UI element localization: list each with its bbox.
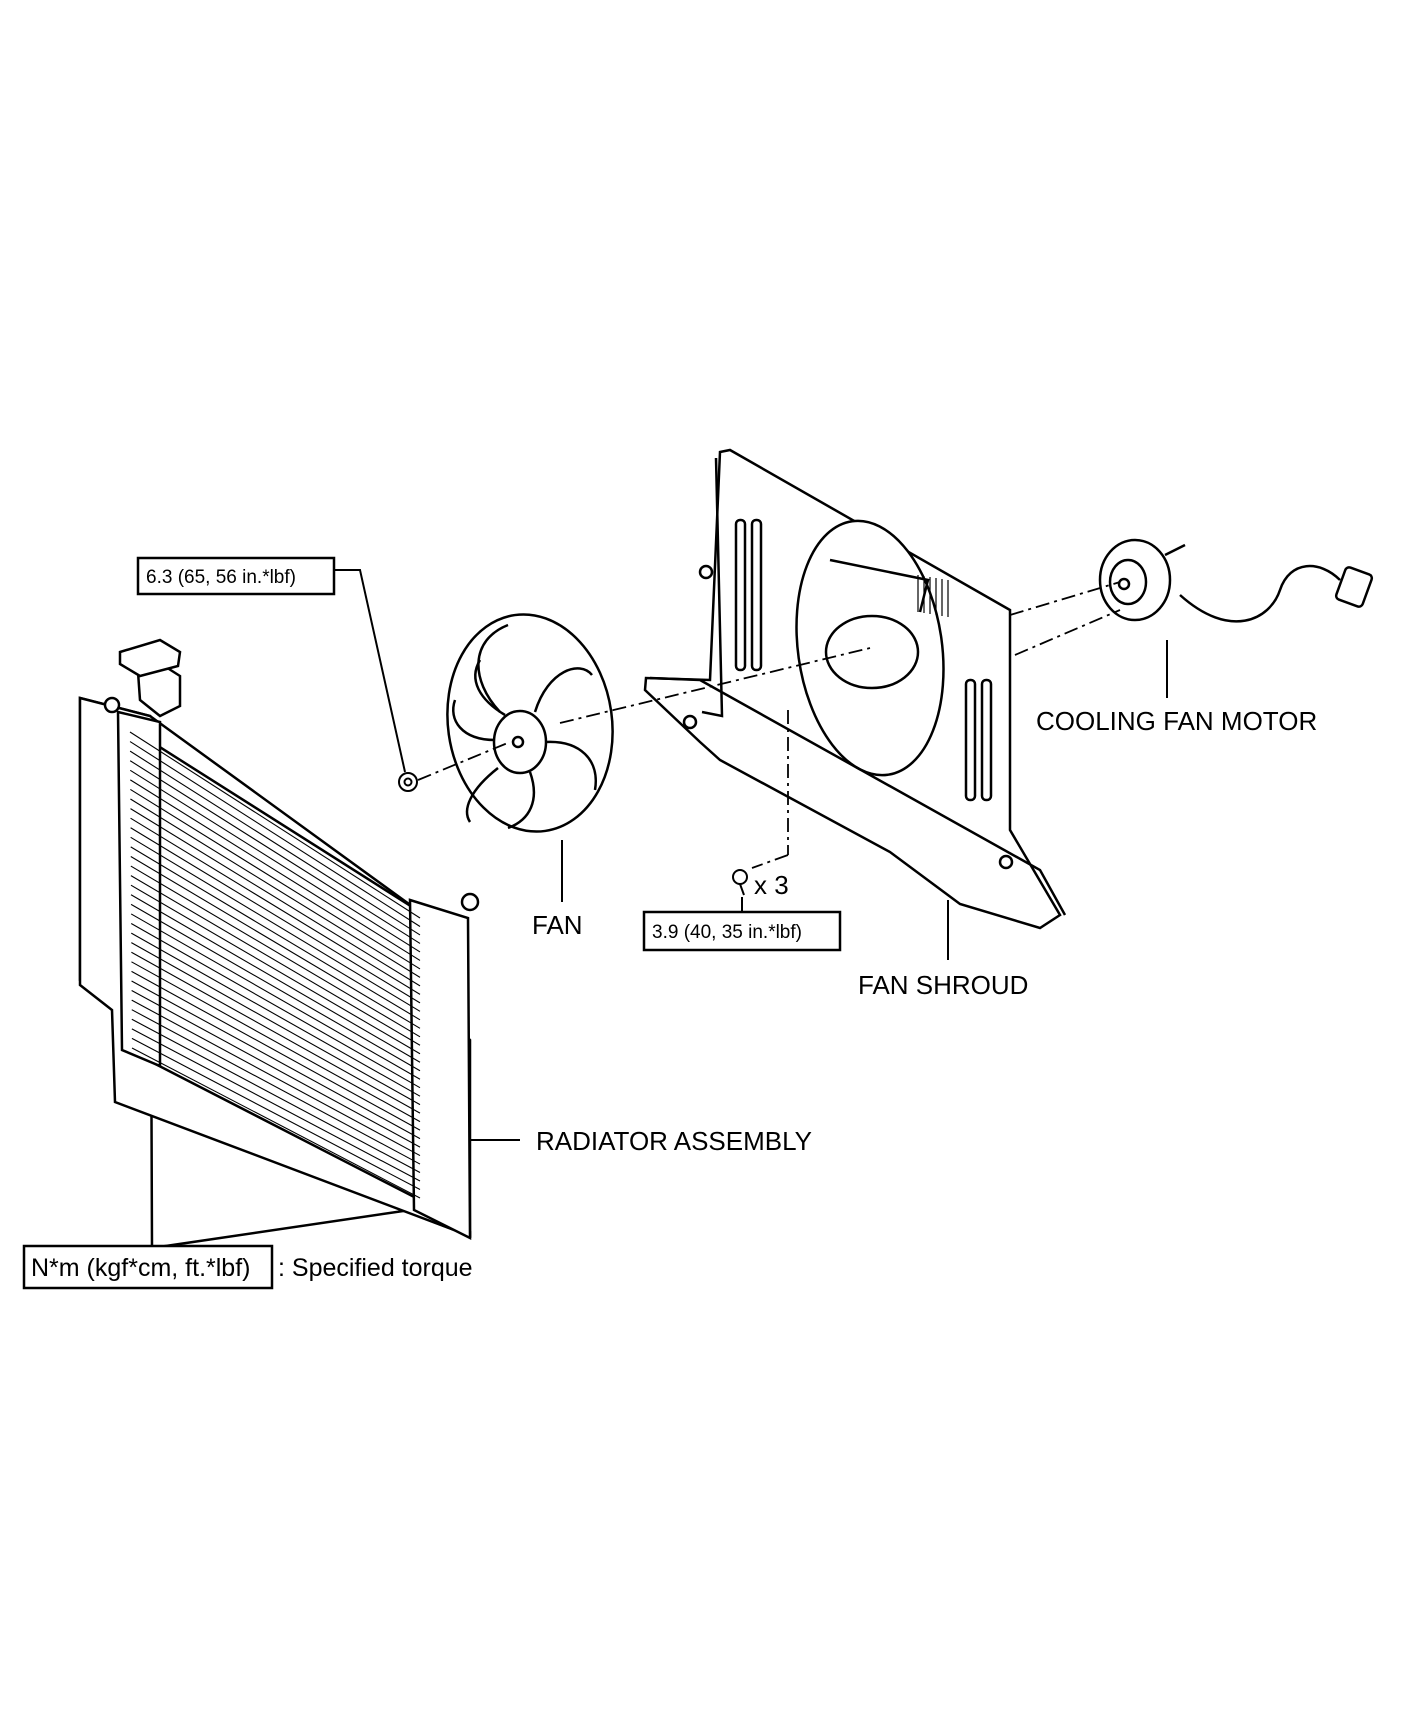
radiator-fin [129,750,421,936]
radiator-fin [130,788,421,970]
radiator-fin [129,741,421,927]
radiator-fin [130,865,421,1038]
radiator-fin [130,808,421,987]
radiator-fin [129,769,421,953]
radiator-fin [129,760,421,944]
radiator-fin [131,932,421,1097]
assembly-lines [417,581,1121,869]
label-radiator-assembly: RADIATOR ASSEMBLY [536,1126,812,1156]
radiator-fin [131,1018,421,1174]
torque-legend: N*m (kgf*cm, ft.*lbf) : Specified torque [22,1244,473,1290]
cooling-fan-motor [1098,538,1374,623]
radiator-fin [130,923,421,1089]
leader-lines [334,569,1168,1141]
legend-unit-box: N*m (kgf*cm, ft.*lbf) [31,1254,250,1282]
fan [446,613,614,833]
torque-spec-fan-nut-text: 6.3 (65, 56 in.*lbf) [146,567,296,588]
radiator-fin [130,913,421,1080]
radiator-fin [131,999,421,1157]
label-bolt-quantity: x 3 [754,870,789,900]
radiator-fin [130,846,421,1021]
shroud-bolt [732,869,748,896]
radiator-fin [130,903,421,1072]
radiator-fin [131,951,421,1114]
radiator-fin [131,980,421,1140]
torque-spec-fan-nut: 6.3 (65, 56 in.*lbf) [136,556,336,596]
torque-spec-shroud-bolt-text: 3.9 (40, 35 in.*lbf) [652,922,802,943]
radiator-core-fins [129,731,421,1199]
torque-spec-shroud-bolt: 3.9 (40, 35 in.*lbf) [642,910,842,952]
radiator-fin [129,731,421,919]
radiator-fin [131,1047,421,1199]
label-fan-shroud: FAN SHROUD [858,970,1028,1000]
fan-nut [398,772,418,792]
radiator-fin [130,817,421,995]
label-cooling-fan-motor: COOLING FAN MOTOR [1036,706,1317,736]
radiator-fin [131,1009,421,1165]
radiator-fin [130,884,421,1055]
radiator-fin [131,1028,421,1182]
legend-description: : Specified torque [278,1254,473,1282]
radiator-fin [131,970,421,1131]
radiator-fin [130,894,421,1063]
radiator-fin [130,779,421,961]
fan-shroud [643,448,1067,930]
radiator-fin [130,875,421,1046]
radiator-fin [130,827,421,1004]
radiator-fin [131,942,421,1106]
radiator-fin [130,798,421,978]
label-fan: FAN [532,910,583,940]
radiator-fin [130,836,421,1012]
radiator-fin [131,1037,421,1191]
radiator-fin [130,856,421,1029]
radiator-assembly [78,638,480,1250]
radiator-fin [131,990,421,1148]
radiator-fin [131,961,421,1123]
fan-shroud-vent [917,575,949,617]
